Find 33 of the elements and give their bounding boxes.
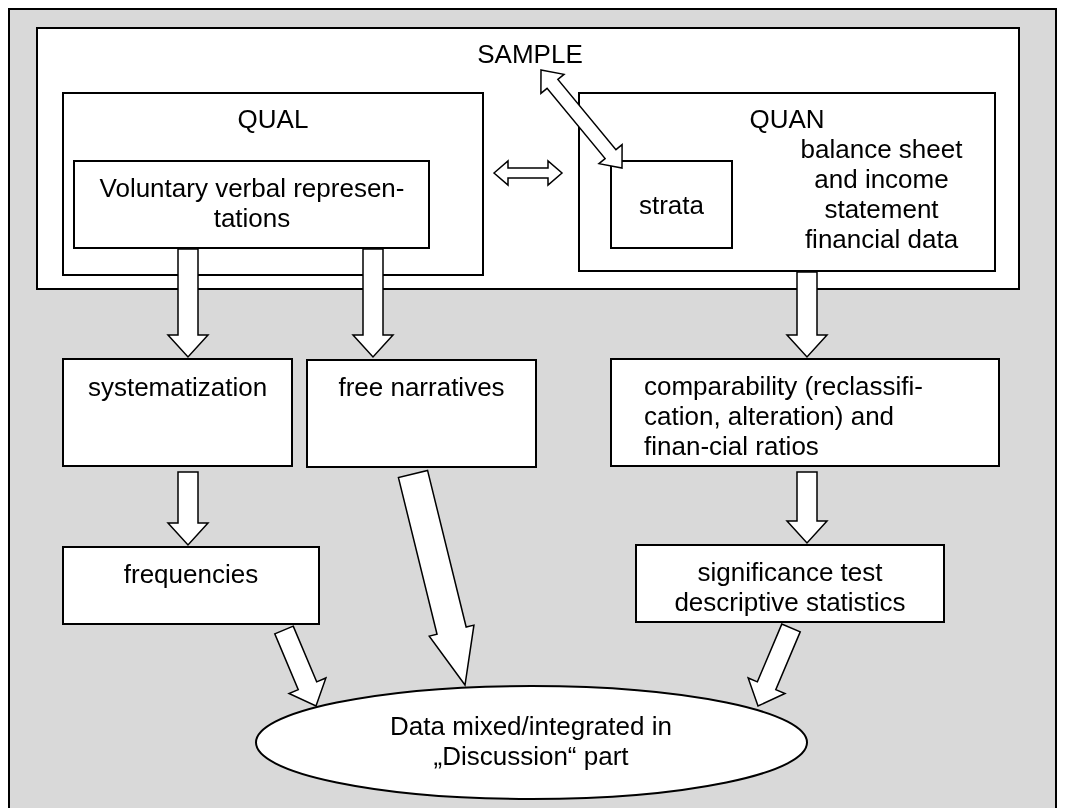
box-heading: QUAN xyxy=(748,104,826,134)
process-box xyxy=(62,358,293,467)
block-arrow xyxy=(785,471,829,545)
process-box xyxy=(62,546,320,625)
process-box xyxy=(578,92,996,272)
process-box xyxy=(73,160,430,249)
ellipse-node xyxy=(255,685,808,800)
block-arrow xyxy=(785,271,829,359)
process-box xyxy=(610,358,1000,467)
block-arrow xyxy=(540,69,623,169)
box-heading: SAMPLE xyxy=(476,39,584,69)
node-text: strata xyxy=(638,190,705,220)
block-arrow xyxy=(166,248,210,359)
process-box xyxy=(306,359,537,468)
block-arrow xyxy=(166,471,210,547)
node-text: balance sheet and income statement financial data xyxy=(799,134,964,254)
node-text: significance test descriptive statistics xyxy=(673,557,907,617)
process-box xyxy=(635,544,945,623)
node-text: Voluntary verbal represen-tations xyxy=(98,173,406,233)
node-text: comparability (reclassifi-cation, alteration) and finan-cial ratios xyxy=(644,371,924,461)
block-arrow xyxy=(351,248,395,359)
box-heading: QUAL xyxy=(236,104,310,134)
node-text: frequencies xyxy=(122,559,260,589)
process-box xyxy=(62,92,484,276)
block-arrow xyxy=(397,469,475,687)
node-text: systematization xyxy=(86,372,269,402)
node-text: free narratives xyxy=(337,372,506,402)
node-text: Data mixed/integrated in „Discussion“ part xyxy=(389,711,673,771)
block-arrow xyxy=(746,623,802,708)
block-arrow xyxy=(273,625,328,708)
process-box xyxy=(36,27,1020,290)
block-arrow xyxy=(492,159,564,187)
process-box xyxy=(610,160,733,249)
